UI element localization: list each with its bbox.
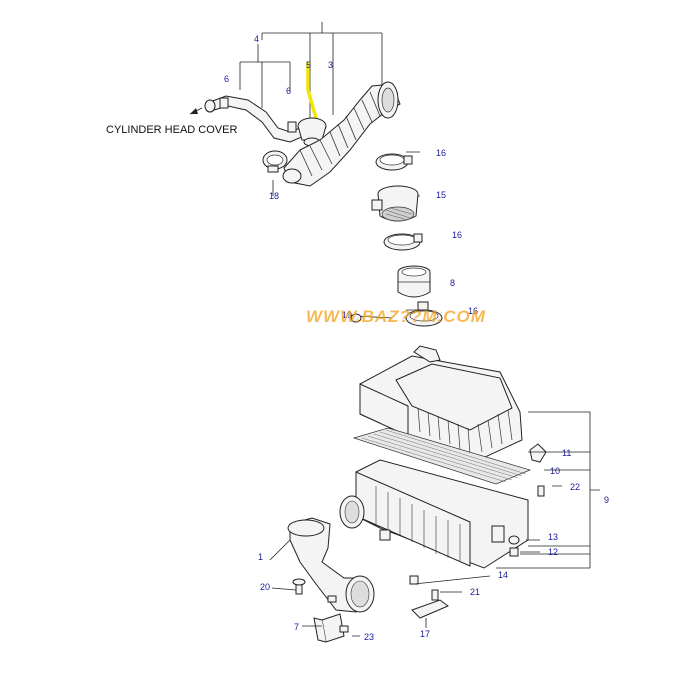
callout-1: 1 <box>258 552 263 562</box>
callout-8: 8 <box>450 278 455 288</box>
callout-17: 17 <box>420 629 430 639</box>
callout-23: 23 <box>364 632 374 642</box>
bracket-17 <box>411 599 449 619</box>
leader-lines-assembly <box>496 411 600 569</box>
intake-hose-corrugated <box>282 81 401 187</box>
callout-11: 11 <box>562 448 571 458</box>
bolt-22 <box>537 485 545 497</box>
callout-4: 4 <box>254 34 259 44</box>
callout-16-middle: 16 <box>452 230 462 240</box>
watermark: WWW.BAZ??M.COM <box>306 307 486 326</box>
callout-14: 14 <box>498 570 508 580</box>
callout-21: 21 <box>470 587 480 597</box>
grommet-13 <box>508 535 520 545</box>
reference-label: CYLINDER HEAD COVER <box>106 124 237 136</box>
callout-10: 10 <box>550 466 560 476</box>
hose-clamp-18 <box>262 150 288 173</box>
air-cleaner-body <box>339 459 529 569</box>
clamp-16-bottom <box>405 301 443 327</box>
clip-small <box>327 595 337 603</box>
air-flow-sensor-15 <box>371 185 419 222</box>
bolt-23 <box>339 625 349 633</box>
nut-14 <box>409 575 419 585</box>
callout-3: 3 <box>328 60 333 70</box>
callouts: 4 5 3 6 6 16 15 18 16 8 19 16 11 10 22 9… <box>224 34 609 642</box>
callout-12: 12 <box>548 547 558 557</box>
clamp-16-top <box>375 153 413 171</box>
clamp-16-middle <box>383 233 423 251</box>
callout-20: 20 <box>260 582 270 592</box>
callout-18: 18 <box>269 191 279 201</box>
callout-9: 9 <box>604 495 609 505</box>
callout-7: 7 <box>294 622 299 632</box>
leader-lines-lower <box>269 539 491 637</box>
callout-19: 19 <box>342 310 352 320</box>
callout-6-left: 6 <box>224 74 229 84</box>
cylinder-head-cover-reference: CYLINDER HEAD COVER <box>106 107 237 136</box>
bolt-21 <box>431 589 439 601</box>
bracket-7 <box>313 613 345 643</box>
air-filter-element-10 <box>352 427 532 485</box>
callout-5: 5 <box>306 60 311 70</box>
grommet-12 <box>509 547 519 557</box>
bolt-20 <box>292 578 306 595</box>
intake-duct-1 <box>287 517 375 613</box>
callout-16-top: 16 <box>436 148 446 158</box>
callout-13: 13 <box>548 532 558 542</box>
breather-hose <box>204 95 305 143</box>
bolt-19 <box>350 313 362 323</box>
callout-16-bottom: 16 <box>468 306 478 316</box>
clip-11 <box>529 443 547 463</box>
callout-22: 22 <box>570 482 580 492</box>
rubber-connector-8 <box>397 265 431 298</box>
callout-6-right: 6 <box>286 86 291 96</box>
highlighted-leader-5 <box>306 62 318 119</box>
callout-15: 15 <box>436 190 446 200</box>
air-cleaner-cover <box>359 345 523 465</box>
